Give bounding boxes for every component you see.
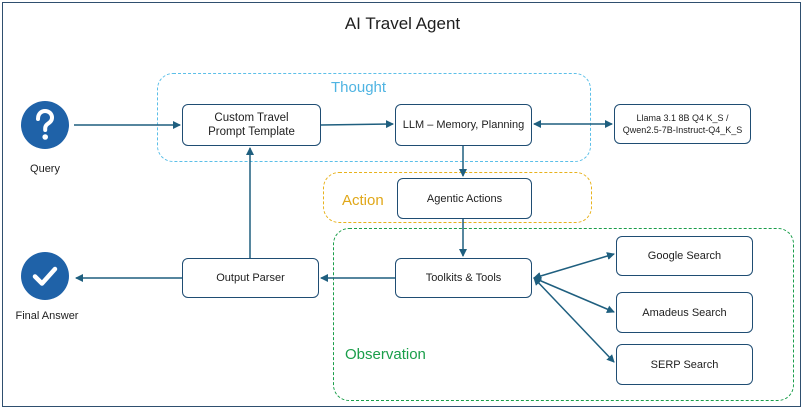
diagram-frame — [2, 2, 801, 407]
diagram-title: AI Travel Agent — [344, 14, 461, 33]
action-label: Action — [342, 192, 384, 209]
action-region — [323, 172, 592, 223]
observation-label: Observation — [345, 346, 426, 363]
observation-region — [333, 228, 794, 401]
agentic-actions-node: Agentic Actions — [397, 178, 532, 219]
output-parser-label: Output Parser — [216, 272, 285, 284]
arrow-toolkits-serp — [533, 277, 615, 363]
arrow-toolkits-amadeus — [533, 277, 615, 313]
serp-search-node: SERP Search — [616, 344, 753, 385]
amadeus-search-label: Amadeus Search — [642, 306, 727, 319]
google-search-node: Google Search — [616, 236, 753, 276]
thought-region — [157, 73, 591, 162]
thought-label: Thought — [331, 79, 387, 96]
final-answer-label: Final Answer — [15, 310, 79, 322]
checkmark-icon — [21, 252, 69, 300]
arrow-toolkits-google — [533, 252, 615, 280]
agentic-actions-label: Agentic Actions — [426, 192, 503, 205]
arrow-template-to-llm — [320, 120, 394, 129]
output-parser-node: Output Parser — [182, 258, 319, 298]
serp-search-label: SERP Search — [650, 358, 719, 371]
prompt-template-label: Custom Travel Prompt Template — [208, 112, 295, 138]
prompt-template-node: Custom Travel Prompt Template — [182, 104, 321, 146]
model-label: Llama 3.1 8B Q4 K_S / Qwen2.5-7B-Instruc… — [622, 113, 743, 135]
llm-node: LLM – Memory, Planning — [395, 104, 532, 146]
amadeus-search-node: Amadeus Search — [616, 292, 753, 333]
toolkits-node: Toolkits & Tools — [395, 258, 532, 298]
question-mark-icon — [21, 101, 69, 149]
toolkits-label: Toolkits & Tools — [425, 272, 502, 284]
model-node: Llama 3.1 8B Q4 K_S / Qwen2.5-7B-Instruc… — [614, 104, 751, 144]
google-search-label: Google Search — [647, 250, 722, 262]
llm-label: LLM – Memory, Planning — [402, 119, 525, 131]
query-label: Query — [30, 163, 60, 175]
